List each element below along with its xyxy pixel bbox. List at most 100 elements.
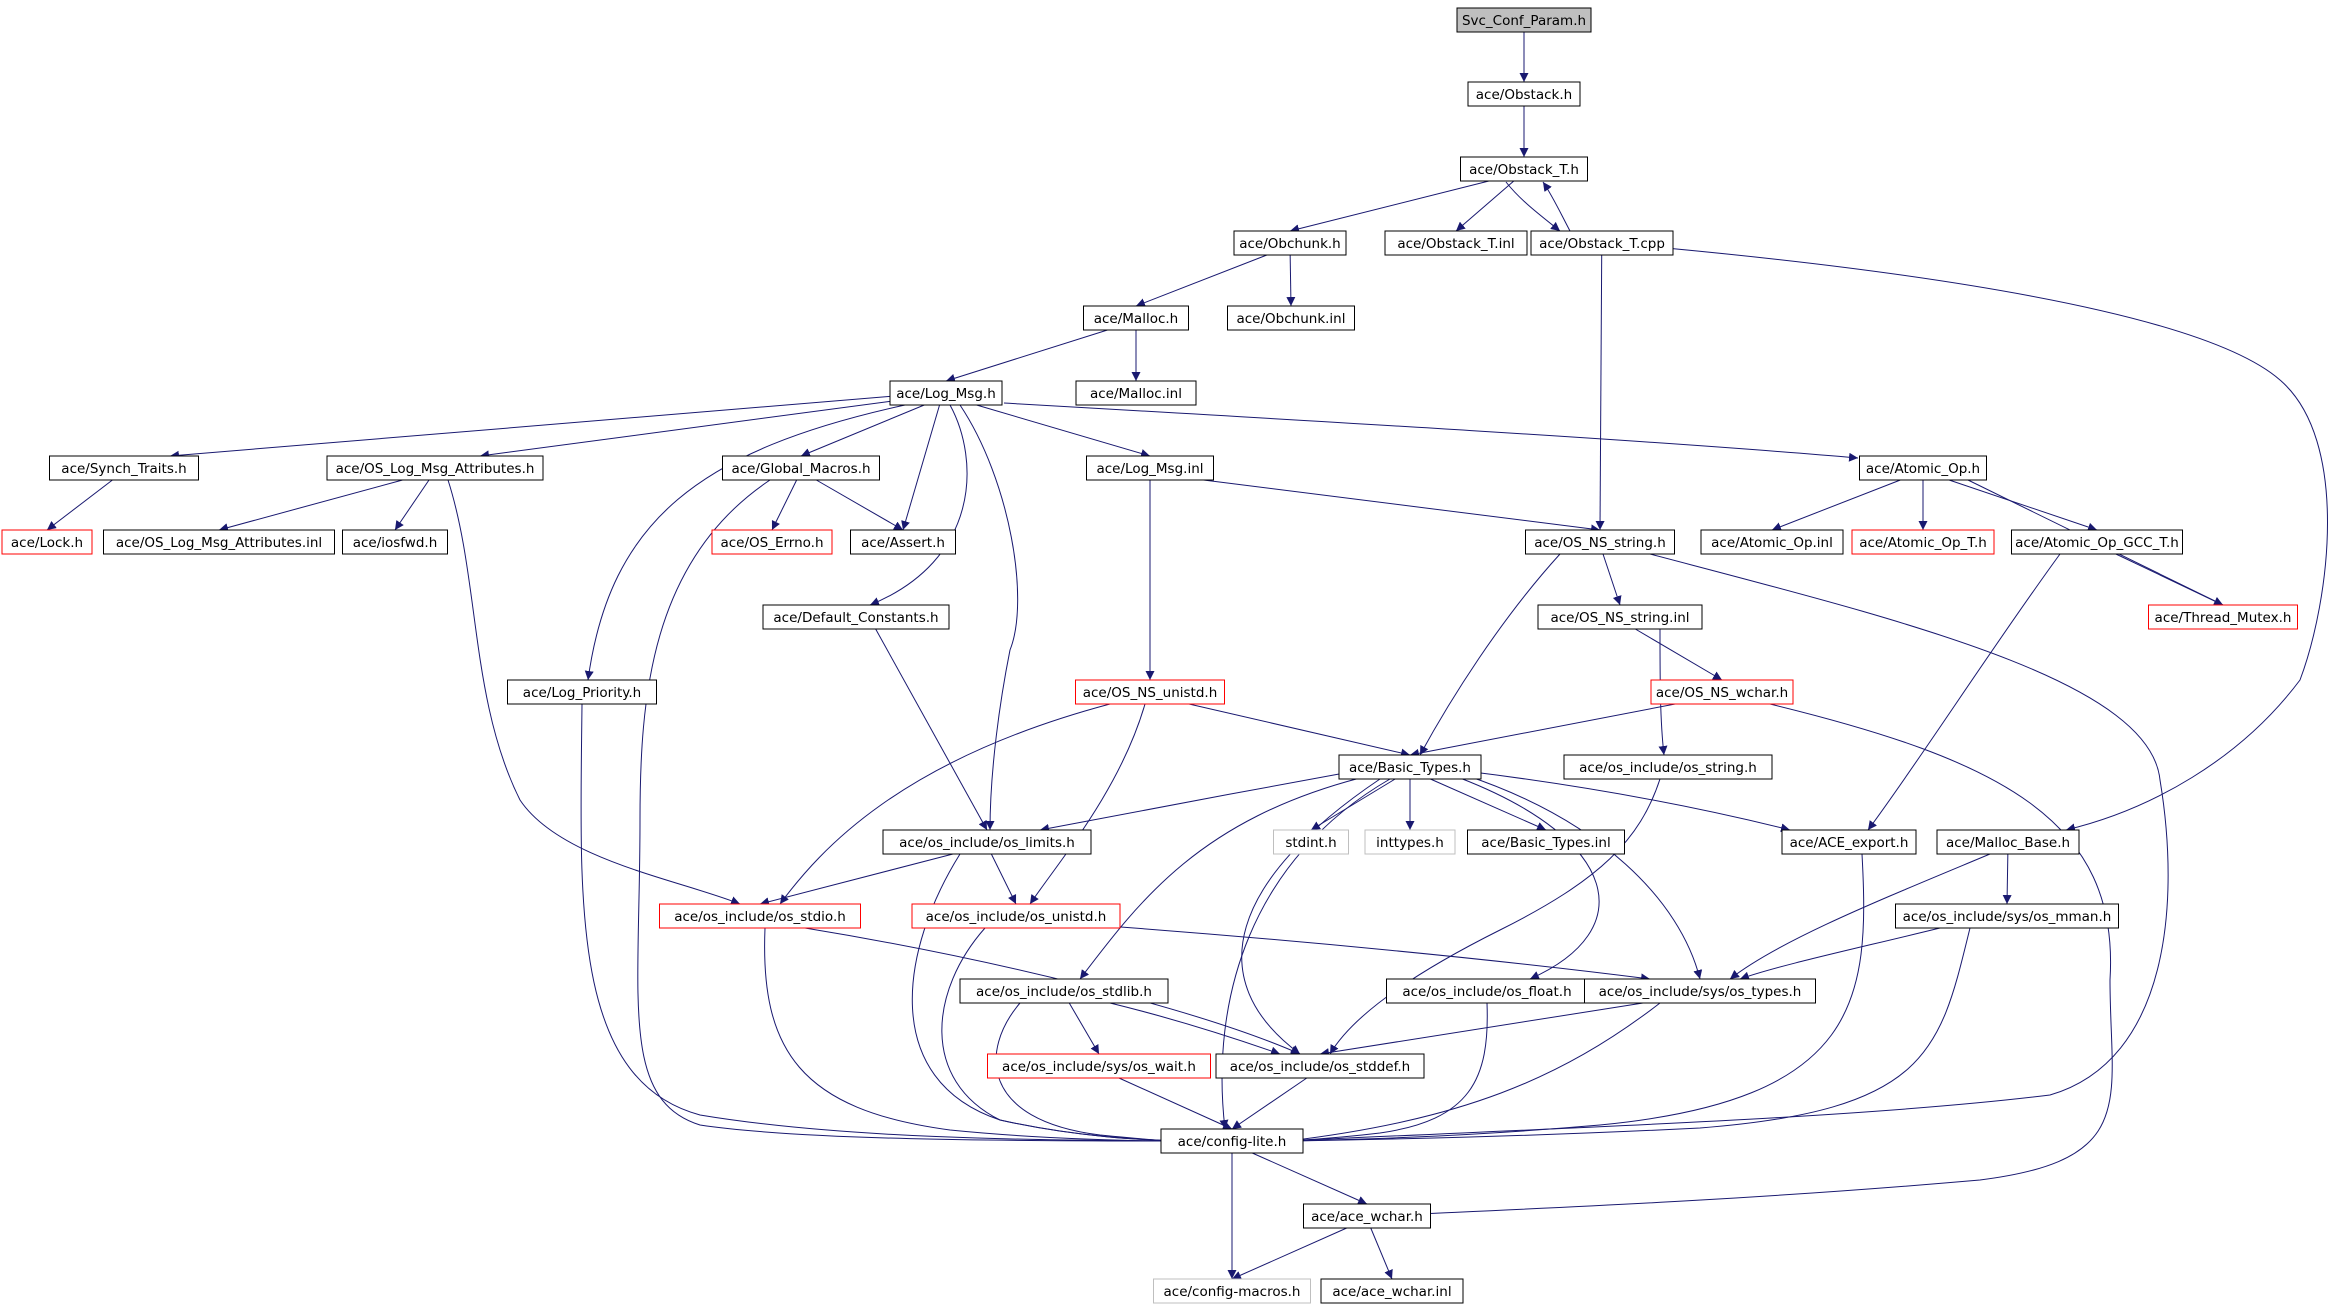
edge-basic_types_h-to-basic_types_inl xyxy=(1430,778,1547,831)
edge-os_limits_h-to-os_stdio_h xyxy=(759,853,954,907)
node-malloc-base-h[interactable]: ace/Malloc_Base.h xyxy=(1936,829,2080,855)
edge-log_msg_h-to-atomic_op_h xyxy=(1003,402,1859,462)
edge-os_stdlib_h-to-os_wait_h xyxy=(1068,1002,1100,1055)
node-box xyxy=(1384,230,1528,256)
edge-atomic_op_h-to-atomic_op_inl xyxy=(1771,479,1901,531)
node-os-stddef-h[interactable]: ace/os_include/os_stddef.h xyxy=(1215,1053,1425,1079)
node-box xyxy=(1338,754,1482,780)
node-default-constants-h[interactable]: ace/Default_Constants.h xyxy=(762,604,950,630)
node-os-mman-h[interactable]: ace/os_include/sys/os_mman.h xyxy=(1895,903,2119,929)
edge-basic_types_h-to-os_float_h xyxy=(1459,777,1600,980)
node-label: ace/OS_Log_Msg_Attributes.inl xyxy=(116,535,322,551)
node-os-errno-h[interactable]: ace/OS_Errno.h xyxy=(711,529,833,555)
node-os-types-h[interactable]: ace/os_include/sys/os_types.h xyxy=(1584,978,1816,1004)
node-os-ns-unistd-h[interactable]: ace/OS_NS_unistd.h xyxy=(1075,679,1225,705)
node-box xyxy=(659,903,861,929)
edge-log_msg_h-to-synch_traits_h xyxy=(169,395,896,460)
node-os-limits-h[interactable]: ace/os_include/os_limits.h xyxy=(882,829,1092,855)
node-obchunk-h[interactable]: ace/Obchunk.h xyxy=(1233,230,1347,256)
node-ace-wchar-h[interactable]: ace/ace_wchar.h xyxy=(1303,1203,1431,1229)
node-label: ace/Malloc.h xyxy=(1094,311,1179,327)
node-label: stdint.h xyxy=(1285,835,1336,851)
node-malloc-inl[interactable]: ace/Malloc.inl xyxy=(1075,380,1197,406)
node-box xyxy=(1273,829,1349,855)
node-config-lite-h[interactable]: ace/config-lite.h xyxy=(1160,1128,1304,1154)
node-basic-types-h[interactable]: ace/Basic_Types.h xyxy=(1338,754,1482,780)
edge-os_log_msg_attributes_h-to-iosfwd_h xyxy=(394,479,430,531)
node-atomic-op-h[interactable]: ace/Atomic_Op.h xyxy=(1859,455,1987,481)
edge-os_ns_string_h-to-os_ns_string_inl xyxy=(1602,553,1622,606)
edge-os_ns_unistd_h-to-os_stdio_h xyxy=(779,703,1111,905)
node-label: Svc_Conf_Param.h xyxy=(1462,13,1586,29)
node-box xyxy=(1650,679,1794,705)
node-box xyxy=(987,1053,1211,1079)
node-os-log-msg-attributes-inl[interactable]: ace/OS_Log_Msg_Attributes.inl xyxy=(103,529,335,555)
node-basic-types-inl[interactable]: ace/Basic_Types.inl xyxy=(1467,829,1625,855)
node-obstack-t-inl[interactable]: ace/Obstack_T.inl xyxy=(1384,230,1528,256)
node-synch-traits-h[interactable]: ace/Synch_Traits.h xyxy=(49,455,199,481)
node-box xyxy=(1,529,93,555)
node-ace-export-h[interactable]: ace/ACE_export.h xyxy=(1781,829,1917,855)
node-label: ace/os_include/os_stdio.h xyxy=(674,909,846,925)
node-atomic-op-gcc-t-h[interactable]: ace/Atomic_Op_GCC_T.h xyxy=(2011,529,2183,555)
node-label: ace/Obstack_T.h xyxy=(1469,162,1579,178)
node-iosfwd-h[interactable]: ace/iosfwd.h xyxy=(342,529,448,555)
node-label: ace/os_include/sys/os_mman.h xyxy=(1903,909,2112,925)
node-log-msg-h[interactable]: ace/Log_Msg.h xyxy=(889,380,1003,406)
node-box xyxy=(1700,529,1844,555)
node-obstack-t-h[interactable]: ace/Obstack_T.h xyxy=(1460,156,1588,182)
node-os-ns-wchar-h[interactable]: ace/OS_NS_wchar.h xyxy=(1650,679,1794,705)
node-svc-conf-param-h[interactable]: Svc_Conf_Param.h xyxy=(1456,7,1592,33)
node-log-priority-h[interactable]: ace/Log_Priority.h xyxy=(507,679,657,705)
node-ace-wchar-inl[interactable]: ace/ace_wchar.inl xyxy=(1320,1278,1464,1304)
node-lock-h[interactable]: ace/Lock.h xyxy=(1,529,93,555)
node-stdint-h[interactable]: stdint.h xyxy=(1273,829,1349,855)
node-os-unistd-h[interactable]: ace/os_include/os_unistd.h xyxy=(911,903,1121,929)
node-os-ns-string-h[interactable]: ace/OS_NS_string.h xyxy=(1525,529,1675,555)
node-obstack-t-cpp[interactable]: ace/Obstack_T.cpp xyxy=(1530,230,1674,256)
node-atomic-op-t-h[interactable]: ace/Atomic_Op_T.h xyxy=(1851,529,1995,555)
node-label: ace/iosfwd.h xyxy=(353,535,438,551)
node-box xyxy=(1781,829,1917,855)
node-os-log-msg-attributes-h[interactable]: ace/OS_Log_Msg_Attributes.h xyxy=(326,455,544,481)
node-os-string-h[interactable]: ace/os_include/os_string.h xyxy=(1563,754,1773,780)
edge-global_macros_h-to-assert_h xyxy=(816,479,904,531)
node-os-float-h[interactable]: ace/os_include/os_float.h xyxy=(1386,978,1588,1004)
edge-os_mman_h-to-config_lite_h xyxy=(1287,927,1971,1146)
node-box xyxy=(342,529,448,555)
node-label: ace/Malloc_Base.h xyxy=(1946,835,2070,851)
edge-ace_wchar_h-to-ace_wchar_inl xyxy=(1370,1227,1393,1280)
edge-obchunk_h-to-malloc_h xyxy=(1135,254,1268,307)
node-config-macros-h[interactable]: ace/config-macros.h xyxy=(1153,1278,1311,1304)
node-obstack-h[interactable]: ace/Obstack.h xyxy=(1467,81,1581,107)
node-box xyxy=(722,455,880,481)
node-assert-h[interactable]: ace/Assert.h xyxy=(850,529,956,555)
node-label: ace/os_include/sys/os_types.h xyxy=(1599,984,1802,1000)
node-os-stdlib-h[interactable]: ace/os_include/os_stdlib.h xyxy=(959,978,1169,1004)
node-label: ace/OS_NS_string.inl xyxy=(1550,610,1689,626)
node-os-ns-string-inl[interactable]: ace/OS_NS_string.inl xyxy=(1537,604,1703,630)
edge-os_ns_string_h-to-basic_types_h xyxy=(1419,553,1561,756)
edge-ace_wchar_h-to-config_macros_h xyxy=(1231,1227,1347,1280)
node-box xyxy=(103,529,335,555)
node-label: ace/Atomic_Op.h xyxy=(1866,461,1980,477)
node-os-wait-h[interactable]: ace/os_include/sys/os_wait.h xyxy=(987,1053,1211,1079)
node-os-stdio-h[interactable]: ace/os_include/os_stdio.h xyxy=(659,903,861,929)
edge-os_float_h-to-config_lite_h xyxy=(1287,1002,1488,1145)
edge-layer xyxy=(46,32,2328,1280)
node-inttypes-h[interactable]: inttypes.h xyxy=(1364,829,1456,855)
node-box xyxy=(1584,978,1816,1004)
edge-obchunk_h-to-obchunk_inl xyxy=(1286,254,1296,307)
node-malloc-h[interactable]: ace/Malloc.h xyxy=(1083,305,1189,331)
node-global-macros-h[interactable]: ace/Global_Macros.h xyxy=(722,455,880,481)
node-log-msg-inl[interactable]: ace/Log_Msg.inl xyxy=(1086,455,1214,481)
edge-obstack_t_cpp-to-obstack_t_h xyxy=(1542,181,1571,232)
node-label: inttypes.h xyxy=(1376,835,1444,851)
node-box xyxy=(1467,829,1625,855)
node-obchunk-inl[interactable]: ace/Obchunk.inl xyxy=(1227,305,1355,331)
node-box xyxy=(507,679,657,705)
edge-os_ns_unistd_h-to-basic_types_h xyxy=(1188,703,1411,758)
edge-basic_types_h-to-ace_export_h xyxy=(1464,770,1791,833)
node-atomic-op-inl[interactable]: ace/Atomic_Op.inl xyxy=(1700,529,1844,555)
node-thread-mutex-h[interactable]: ace/Thread_Mutex.h xyxy=(2148,604,2298,630)
